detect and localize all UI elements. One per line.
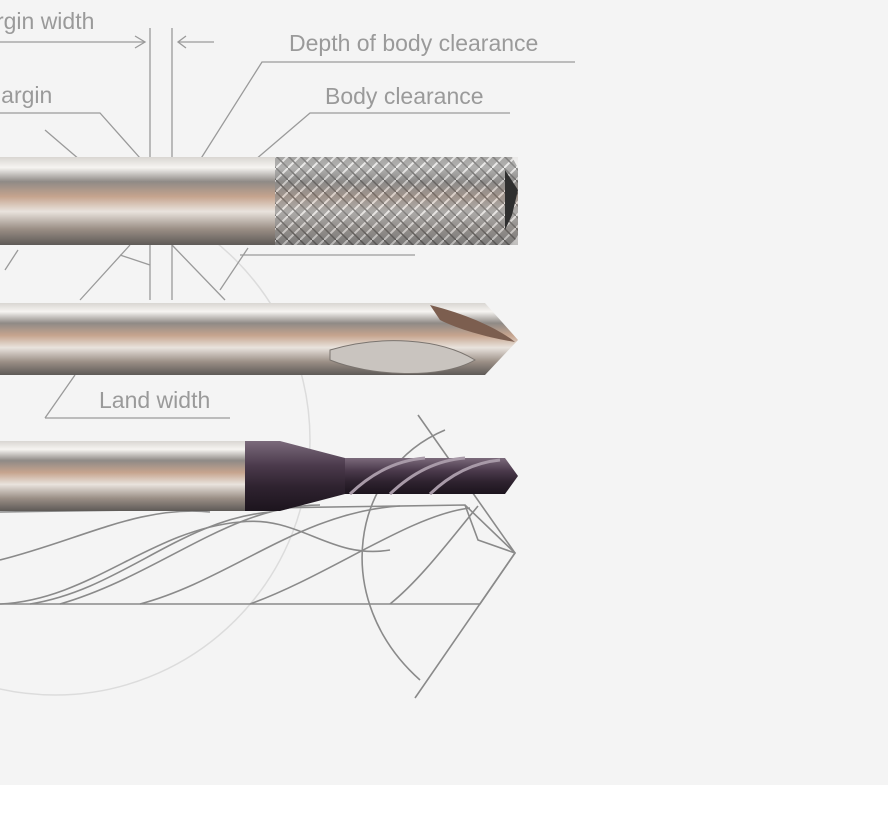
margin-width-label: Margin width [0,8,95,34]
margin-label: Margin [0,82,53,108]
illustration-svg [0,28,575,699]
spot-drill-icon [0,303,518,375]
coated-twist-drill-icon [0,441,518,511]
construction-circle [0,184,311,696]
technical-illustration: Margin width Margin Depth of body cleara… [0,0,888,785]
body-clearance-label: Body clearance [325,83,484,109]
router-bit-icon [0,157,518,245]
depth-of-body-clearance-label: Depth of body clearance [289,30,539,56]
land-width-label: Land width [99,387,211,413]
